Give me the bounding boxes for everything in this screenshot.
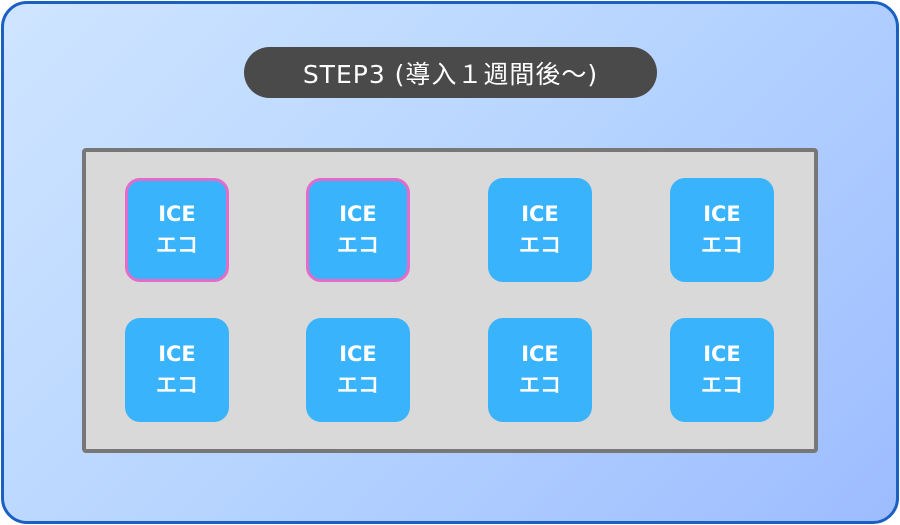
step-title: STEP3 (導入１週間後〜): [302, 59, 599, 89]
tile-label-line1: ICE: [521, 202, 559, 226]
tile-label-line2: エコ: [701, 233, 743, 257]
ice-tile: ICE エコ: [670, 318, 774, 422]
tile-label-line2: エコ: [156, 233, 198, 257]
tile-label-line1: ICE: [521, 342, 559, 366]
ice-tile-highlighted: ICE エコ: [306, 178, 410, 282]
ice-tile: ICE エコ: [125, 318, 229, 422]
ice-tile-highlighted: ICE エコ: [125, 178, 229, 282]
tile-label-line2: エコ: [701, 373, 743, 397]
tile-label-line1: ICE: [158, 342, 196, 366]
ice-tile: ICE エコ: [670, 178, 774, 282]
tile-label-line1: ICE: [339, 202, 377, 226]
tile-label-line2: エコ: [519, 373, 561, 397]
tile-label-line2: エコ: [337, 233, 379, 257]
ice-tile: ICE エコ: [488, 318, 592, 422]
ice-tile: ICE エコ: [488, 178, 592, 282]
tile-label-line2: エコ: [519, 233, 561, 257]
tile-label-line1: ICE: [158, 202, 196, 226]
ice-tile: ICE エコ: [306, 318, 410, 422]
step-title-badge: STEP3 (導入１週間後〜): [244, 47, 657, 98]
tile-label-line1: ICE: [339, 342, 377, 366]
tile-label-line1: ICE: [703, 342, 741, 366]
tile-label-line2: エコ: [156, 373, 198, 397]
tile-label-line2: エコ: [337, 373, 379, 397]
tile-label-line1: ICE: [703, 202, 741, 226]
